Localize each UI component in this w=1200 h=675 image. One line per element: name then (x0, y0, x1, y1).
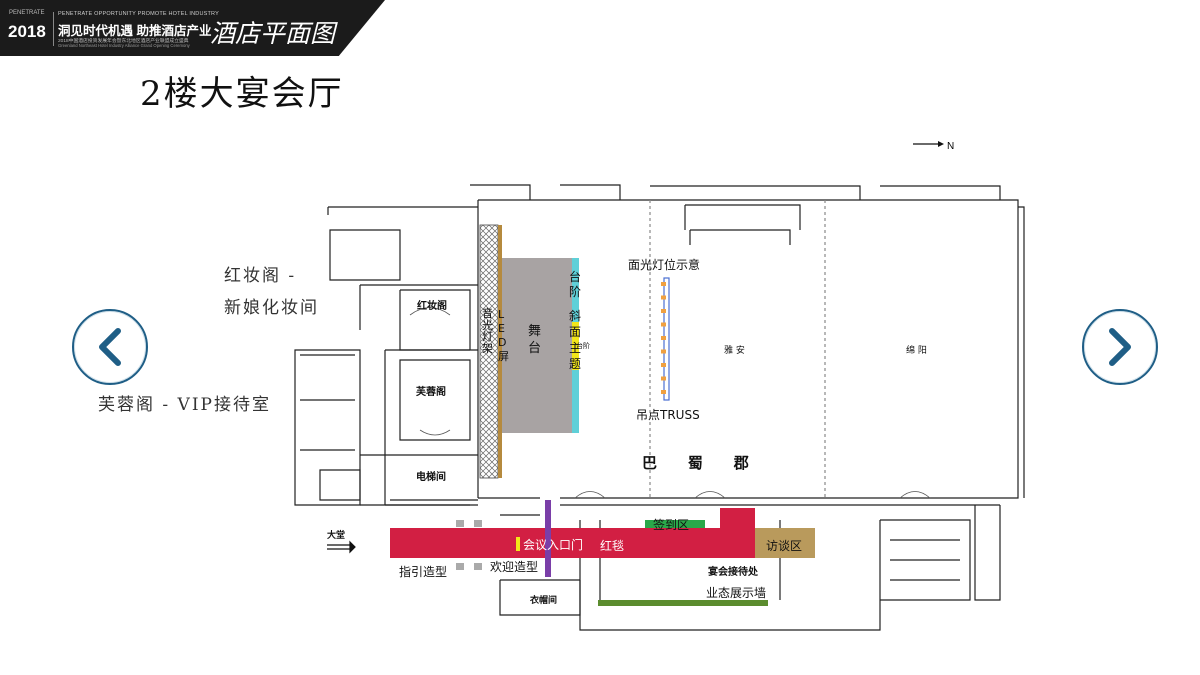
lobby-label: 大堂 (327, 531, 346, 541)
slope-theme-strip (572, 322, 579, 370)
red-carpet-extension (720, 508, 755, 530)
truss-light-point (661, 349, 666, 354)
steps-label: 台 阶 (569, 270, 582, 299)
red-carpet (390, 528, 755, 558)
room-hongzhuang: 红妆阁 (417, 301, 447, 312)
chevron-left-icon (99, 328, 121, 366)
hongzhuang-label-line1: 红妆阁 - (224, 266, 297, 286)
banner-subtitle: 2018中国酒店投资发展年会暨东北地区酒店产业联盟成立盛典 (58, 39, 189, 44)
banner-divider (53, 12, 54, 46)
room-mianyang: 绵 阳 (906, 346, 927, 356)
truss-light-point (661, 322, 666, 327)
reception-desk: 宴会接待处 (708, 567, 758, 578)
truss-light-point (661, 336, 666, 340)
lobby-arrow-icon (327, 540, 356, 554)
room-yaan: 雅 安 (724, 346, 745, 356)
guide-label: 指引造型 (399, 565, 448, 579)
banner-year: 2018 (8, 22, 46, 41)
exhibit-wall-label: 业态展示墙 (706, 586, 767, 600)
header-banner: PENETRATE 2018 PENETRATE OPPORTUNITY PRO… (0, 0, 385, 56)
next-slide-button[interactable] (1082, 309, 1158, 385)
guide-block (456, 520, 464, 527)
brand-logo: PENETRATE (9, 10, 45, 16)
truss-light-point (661, 376, 666, 381)
guide-block (474, 563, 482, 570)
furong-label: 芙蓉阁 - VIP接待室 (98, 395, 271, 415)
interview-area (755, 528, 815, 558)
guide-block (474, 520, 482, 527)
truss-light-point (661, 309, 666, 313)
truss-light-point (661, 390, 666, 394)
signin-desk (645, 520, 705, 528)
room-furong: 芙蓉阁 (416, 387, 446, 398)
previous-slide-button[interactable] (72, 309, 148, 385)
steps-tag: 台阶 (576, 342, 590, 350)
page-title: 2楼大宴会厅 (140, 74, 344, 114)
led-screen-label: L E D 屏 (498, 308, 509, 363)
lighting-rack-label: 音 光 灯 架 (482, 307, 493, 355)
room-cloakroom: 衣帽间 (530, 596, 558, 606)
truss-label: 吊点TRUSS (636, 408, 700, 422)
entrance-label: 会议入口门 (523, 538, 584, 552)
red-carpet-label: 红毯 (600, 539, 625, 553)
signin-label: 签到区 (653, 518, 690, 532)
welcome-label: 欢迎造型 (490, 560, 539, 574)
banner-subtitle-english: Greenland Northeast Hotel Industry Allia… (58, 43, 190, 48)
stage-area (502, 258, 572, 433)
hall-bashujun: 巴 蜀 郡 (642, 454, 751, 472)
truss-light-points (661, 282, 666, 394)
banner-english-slogan: PENETRATE OPPORTUNITY PROMOTE HOTEL INDU… (58, 11, 219, 17)
truss-light-point (661, 363, 666, 367)
north-arrow-icon (913, 141, 944, 147)
section-title: 酒店平面图 (210, 19, 336, 48)
entrance-door-bar (545, 500, 551, 577)
hongzhuang-label-line2: 新娘化妆间 (224, 298, 319, 318)
compass-label: N (947, 141, 954, 152)
entrance-marker (516, 537, 520, 551)
guide-block (456, 563, 464, 570)
face-light-label: 面光灯位示意 (628, 258, 701, 272)
stage-label: 舞 台 (528, 324, 542, 356)
chevron-right-icon (1109, 328, 1131, 366)
slope-theme-label: 斜 面 主 题 (569, 309, 582, 371)
exhibit-wall (598, 600, 768, 606)
interview-label: 访谈区 (766, 539, 803, 553)
led-screen-bar (498, 225, 502, 478)
room-elevator: 电梯间 (416, 472, 446, 483)
truss-light-point (661, 282, 666, 286)
banner-slogan: 洞见时代机遇 助推酒店产业 (58, 24, 212, 38)
hall-walls (477, 199, 1019, 499)
truss-light-point (661, 295, 666, 300)
